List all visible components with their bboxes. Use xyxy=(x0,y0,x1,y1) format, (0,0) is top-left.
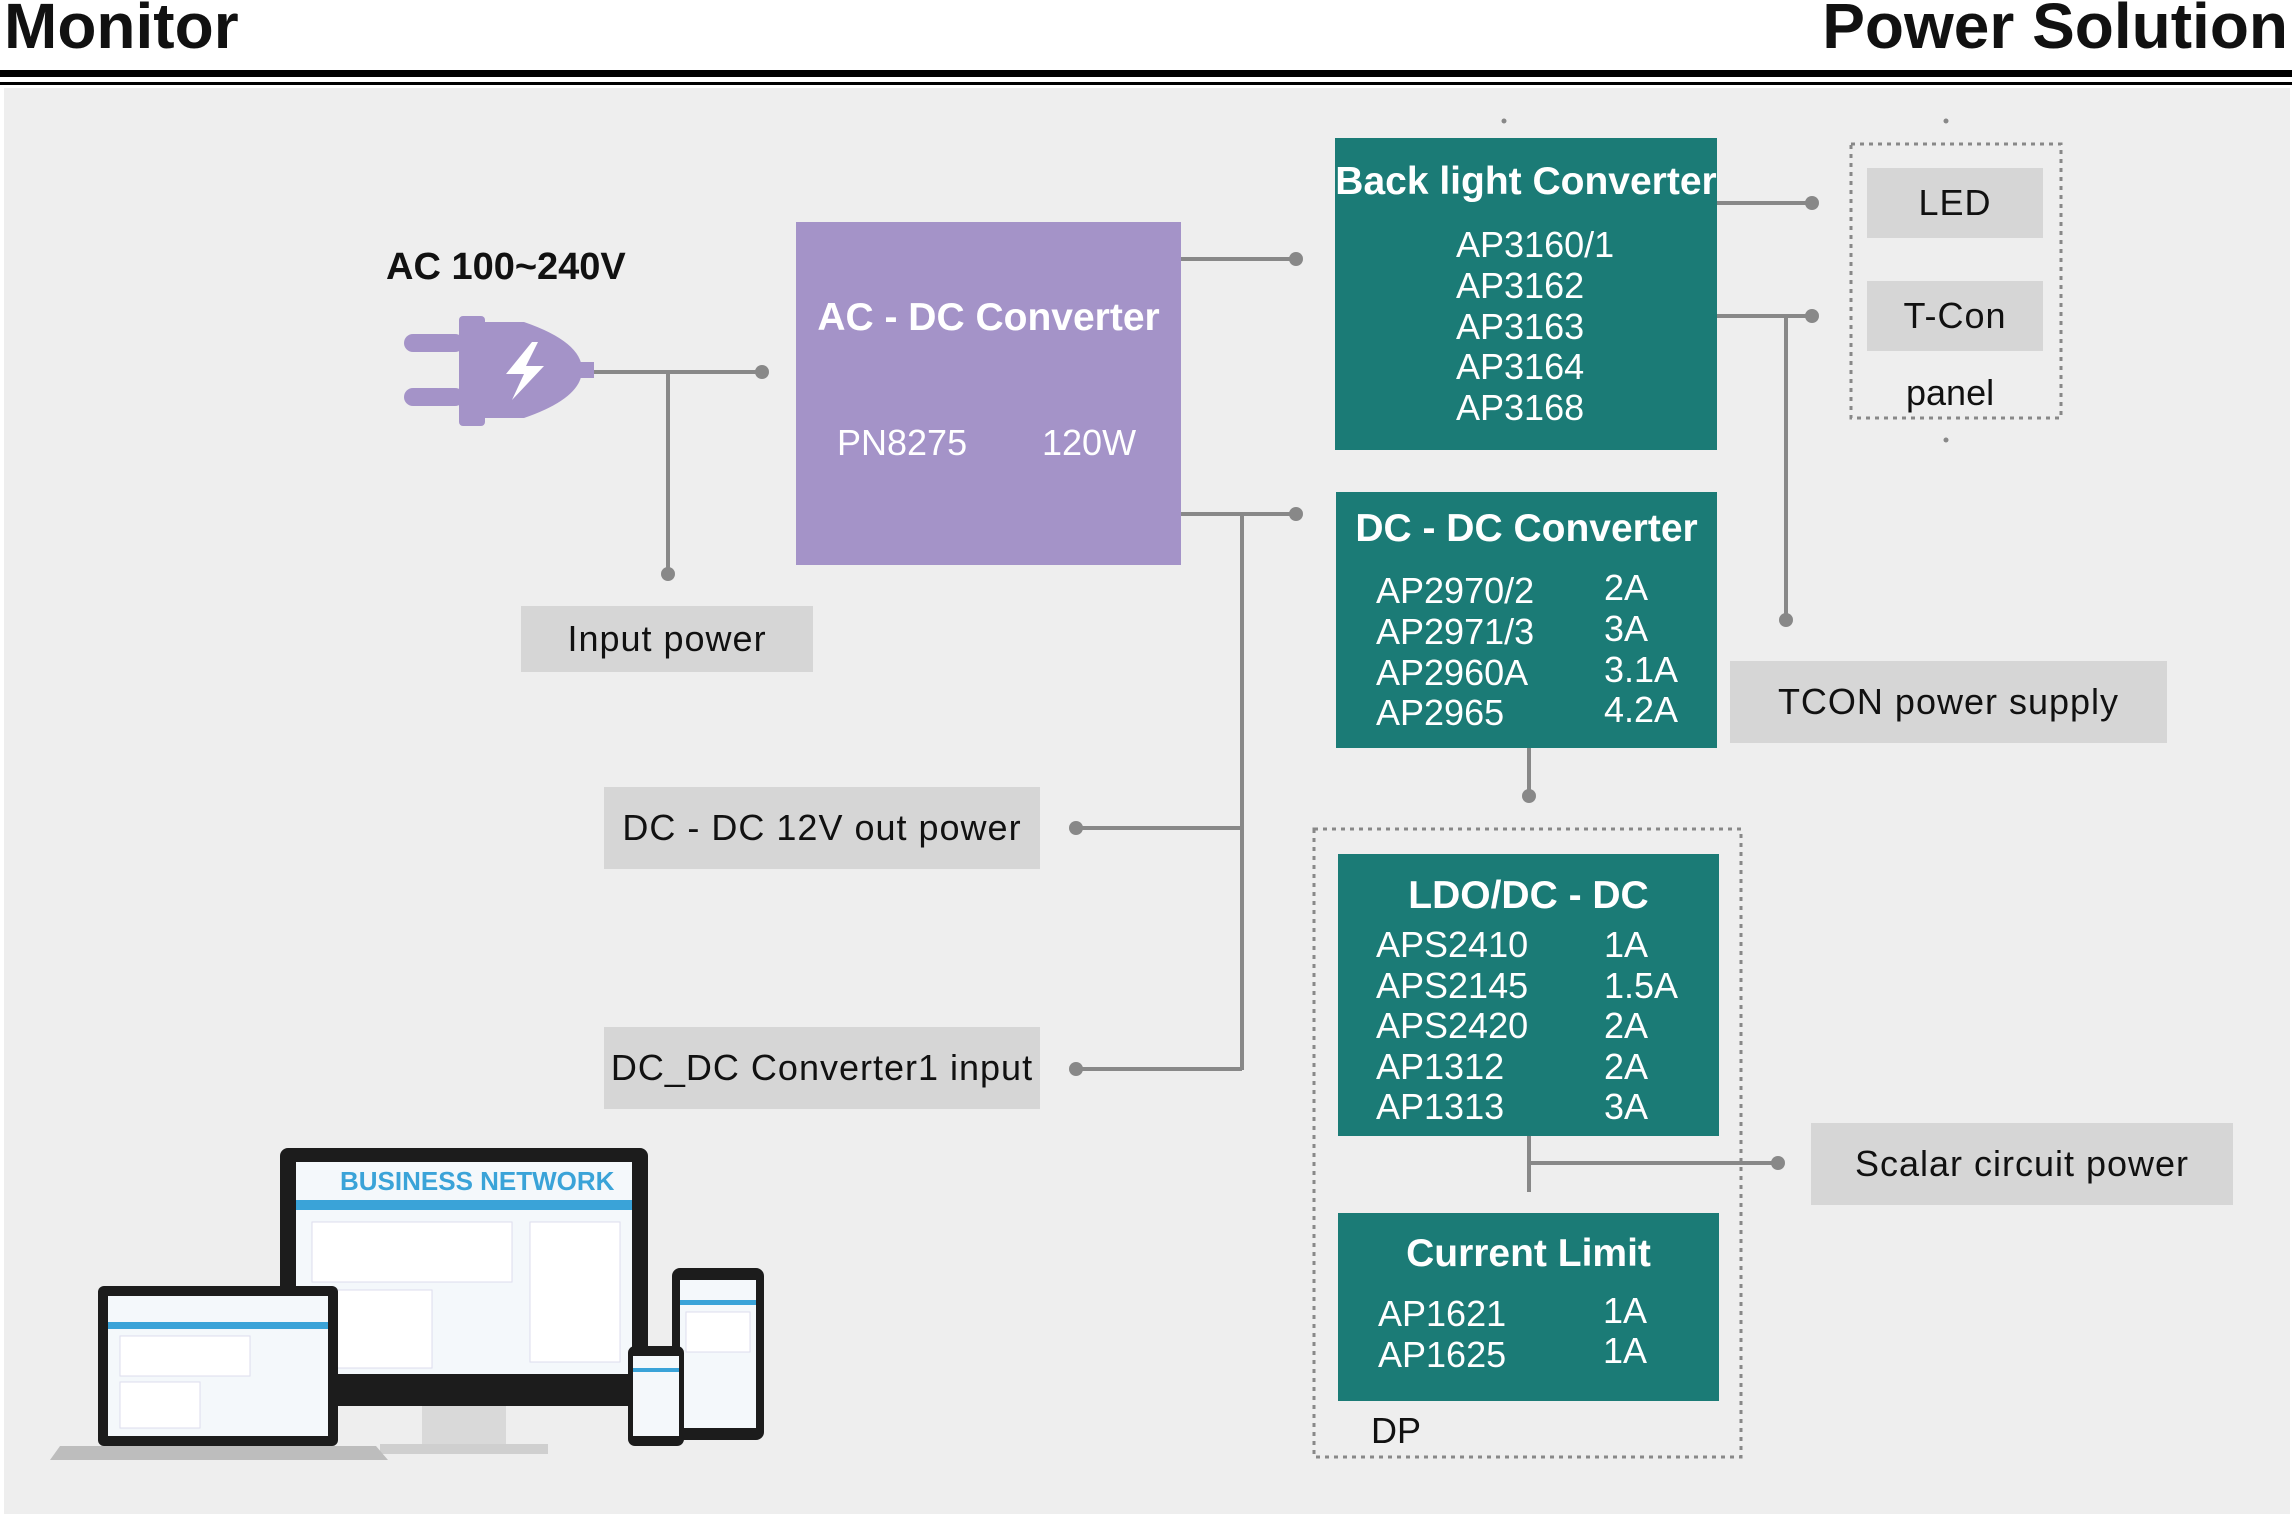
tcon-power-supply-label: TCON power supply xyxy=(1730,661,2167,743)
page-title-right: Power Solution xyxy=(1822,0,2288,62)
current-limit-current: 1A xyxy=(1603,1330,1648,1371)
dcdc-current: 2A xyxy=(1604,567,1649,608)
current-limit-title: Current Limit xyxy=(1406,1232,1651,1275)
backlight-part: AP3162 xyxy=(1456,265,1585,306)
ldo-current: 3A xyxy=(1604,1086,1649,1127)
backlight-part: AP3163 xyxy=(1456,306,1585,347)
current-limit-current: 1A xyxy=(1603,1290,1648,1331)
ldo-current: 1A xyxy=(1604,924,1649,965)
brand-text: BUSINESS NETWORK xyxy=(340,1166,615,1196)
dcdc-current: 3.1A xyxy=(1604,649,1679,690)
current-limit-part: AP1625 xyxy=(1378,1334,1507,1375)
ac-dc-title: AC - DC Converter xyxy=(817,296,1160,339)
ac-dc-power: 120W xyxy=(1042,422,1137,463)
panel-label: panel xyxy=(1906,372,1995,413)
header-rule-thick xyxy=(0,70,2292,77)
tcon-label: T-Con xyxy=(1867,281,2043,351)
ac-input-label: AC 100~240V xyxy=(386,246,626,288)
dcdc-part: AP2971/3 xyxy=(1376,611,1535,652)
dcdc-current: 4.2A xyxy=(1604,689,1679,730)
plug-icon xyxy=(404,316,594,426)
ac-dc-converter-block: AC - DC Converter PN8275 120W xyxy=(796,222,1181,565)
ldo-part: AP1313 xyxy=(1376,1086,1505,1127)
ldo-current: 2A xyxy=(1604,1046,1649,1087)
dc-dc-converter-block: DC - DC Converter AP2970/2 AP2971/3 AP29… xyxy=(1336,492,1717,748)
input-power-label: Input power xyxy=(521,606,813,672)
ldo-title: LDO/DC - DC xyxy=(1408,874,1649,917)
dcdc-current: 3A xyxy=(1604,608,1649,649)
dcdc-part: AP2970/2 xyxy=(1376,570,1535,611)
ldo-part: APS2420 xyxy=(1376,1005,1529,1046)
current-limit-block: Current Limit AP1621 AP1625 1A 1A xyxy=(1338,1213,1719,1401)
current-limit-part: AP1621 xyxy=(1378,1293,1507,1334)
dc12v-out-label: DC - DC 12V out power xyxy=(604,787,1040,869)
backlight-part: AP3168 xyxy=(1456,387,1585,428)
led-label: LED xyxy=(1867,168,2043,238)
dc-converter1-input-label: DC_DC Converter1 input xyxy=(604,1027,1040,1109)
backlight-title: Back light Converter xyxy=(1335,160,1717,203)
ac-dc-part: PN8275 xyxy=(837,422,968,463)
backlight-part: AP3164 xyxy=(1456,346,1585,387)
dcdc-title: DC - DC Converter xyxy=(1355,507,1698,550)
ldo-part: APS2145 xyxy=(1376,965,1529,1006)
page-title-left: Monitor xyxy=(4,0,239,62)
ldo-current: 1.5A xyxy=(1604,965,1679,1006)
device-mockups-image: BUSINESS NETWORK xyxy=(50,1148,764,1460)
header-rule-thin xyxy=(0,82,2292,85)
dp-label: DP xyxy=(1371,1410,1422,1451)
ldo-current: 2A xyxy=(1604,1005,1649,1046)
scalar-circuit-power-label: Scalar circuit power xyxy=(1811,1123,2233,1205)
ldo-dc-dc-block: LDO/DC - DC APS2410 APS2145 APS2420 AP13… xyxy=(1338,854,1719,1136)
ldo-part: AP1312 xyxy=(1376,1046,1505,1087)
dcdc-part: AP2960A xyxy=(1376,652,1529,693)
dcdc-part: AP2965 xyxy=(1376,692,1505,733)
ldo-part: APS2410 xyxy=(1376,924,1529,965)
backlight-part: AP3160/1 xyxy=(1456,224,1615,265)
backlight-converter-block: Back light Converter AP3160/1 AP3162 AP3… xyxy=(1335,138,1717,450)
